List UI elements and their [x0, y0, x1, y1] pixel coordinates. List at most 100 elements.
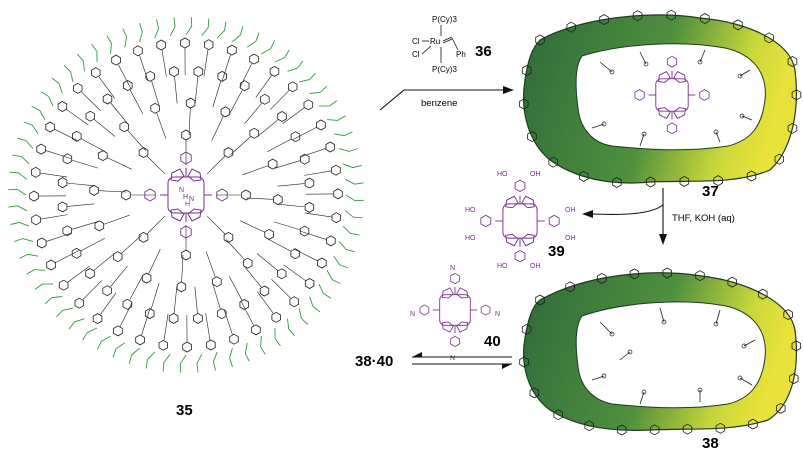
allyl-periphery — [128, 347, 140, 364]
allyl-periphery — [17, 137, 34, 149]
dendron-ring — [316, 119, 326, 131]
dendron-ring — [212, 276, 222, 288]
catalyst-ru: Ru — [430, 37, 440, 46]
allyl-periphery — [309, 85, 328, 94]
linker-stub — [599, 61, 613, 73]
dendron-ring — [267, 158, 278, 170]
linker-oxygen — [609, 69, 615, 75]
dendron-bond — [81, 138, 106, 152]
dendrimer-35: N H N H 35 — [8, 17, 364, 419]
allyl-periphery — [76, 53, 85, 72]
dendron-ring — [269, 65, 280, 77]
linker-oxygen — [741, 343, 747, 349]
allyl-periphery — [169, 17, 176, 37]
dendron-ring — [72, 130, 82, 142]
dendron-bond — [271, 279, 291, 299]
dendron-bond — [205, 313, 211, 341]
allyl-periphery — [326, 270, 341, 285]
allyl-periphery — [229, 347, 233, 367]
dendron-ring — [141, 272, 152, 284]
dendron-bond — [203, 49, 209, 77]
dendron-ring — [223, 231, 234, 243]
dendron-ring — [135, 334, 145, 346]
box-rim-ring — [645, 176, 656, 188]
box-rim-ring — [597, 272, 607, 284]
pyr-n-left: N — [410, 311, 415, 318]
dendron-bond — [229, 90, 243, 115]
dendron-ring — [185, 97, 196, 109]
allyl-periphery — [154, 19, 160, 39]
dendron-bond — [150, 282, 160, 309]
step2-arrow-group: THF, KOH (aq) — [582, 188, 735, 245]
linker-stub — [715, 309, 721, 325]
box-rim-ring — [682, 423, 693, 435]
dendron-ring — [249, 53, 259, 65]
linker-stub — [599, 321, 613, 335]
dendron-ring — [62, 153, 73, 165]
box-rim-ring — [566, 21, 576, 33]
allyl-periphery — [344, 178, 364, 185]
box-rim-ring — [791, 89, 802, 101]
linker-oxygen — [737, 375, 743, 381]
dendron-bond — [205, 251, 216, 278]
catalyst-cl-lower: Cl — [412, 50, 420, 59]
dendron-bond — [223, 308, 233, 335]
dendron-bond — [277, 183, 305, 187]
dendron-bond — [151, 80, 160, 107]
dendron-bond — [211, 116, 224, 141]
box-rim-ring — [774, 153, 784, 165]
dendron-bond — [99, 190, 127, 193]
dendron-ring — [331, 164, 341, 176]
pyridyl-porphyrin-40: N N N N 40 — [410, 265, 501, 362]
dendron-ring — [180, 37, 190, 49]
allyl-periphery — [344, 210, 363, 219]
dendron-bond — [127, 130, 146, 151]
box-rim-ring — [584, 420, 594, 432]
dendron-ring — [203, 39, 214, 51]
dendron-bond — [141, 309, 151, 336]
box-rim-ring — [612, 177, 622, 188]
catalyst-pcy3-top: P(Cy)3 — [432, 15, 457, 24]
dendron-bond — [212, 283, 221, 310]
dendron-bond — [207, 155, 226, 174]
dendron-bond — [66, 109, 89, 126]
allyl-periphery — [196, 353, 203, 373]
dendron-bond — [266, 238, 291, 252]
box-rim-ring — [535, 34, 545, 46]
dendron-bond — [67, 182, 95, 187]
allyl-periphery — [8, 205, 28, 212]
dendron-bond — [129, 89, 144, 114]
step1-arrow-group: P(Cy)3 Cl Ru Cl Ph P(Cy)3 36 benzene — [379, 15, 514, 111]
box-rim-ring — [629, 268, 640, 280]
equilibrium-arrows: 38·40 — [355, 352, 512, 370]
dendron-bond — [93, 119, 116, 137]
allyl-periphery — [26, 269, 45, 275]
dendron-bond — [98, 76, 116, 99]
dendron-ring — [331, 212, 342, 224]
catalyst-cl-upper: Cl — [412, 37, 420, 46]
dendron-ring — [85, 268, 95, 279]
dendron-ring — [304, 177, 315, 189]
label-39: 39 — [548, 243, 565, 260]
dendron-ring — [138, 147, 149, 159]
allyl-periphery — [112, 342, 126, 358]
box37-ester-links — [591, 49, 753, 147]
dendron-bond — [161, 49, 167, 77]
box37-outer-rings — [519, 9, 802, 188]
allyl-periphery — [14, 238, 34, 242]
allyl-periphery — [44, 296, 63, 305]
box-rim-ring — [519, 98, 529, 110]
dendron-ring — [121, 189, 131, 201]
dendron-ring — [29, 190, 39, 202]
dendron-ring — [273, 194, 283, 206]
linker-oxygen — [713, 129, 719, 135]
linker-oxygen — [739, 113, 745, 119]
label-35: 35 — [176, 402, 193, 419]
allyl-periphery — [274, 49, 290, 63]
dendron-bond — [163, 313, 169, 341]
allyl-periphery — [246, 32, 260, 48]
core-nh-n: N — [179, 187, 184, 194]
dendron-ring — [168, 312, 179, 324]
catalyst-ph: Ph — [456, 50, 466, 59]
